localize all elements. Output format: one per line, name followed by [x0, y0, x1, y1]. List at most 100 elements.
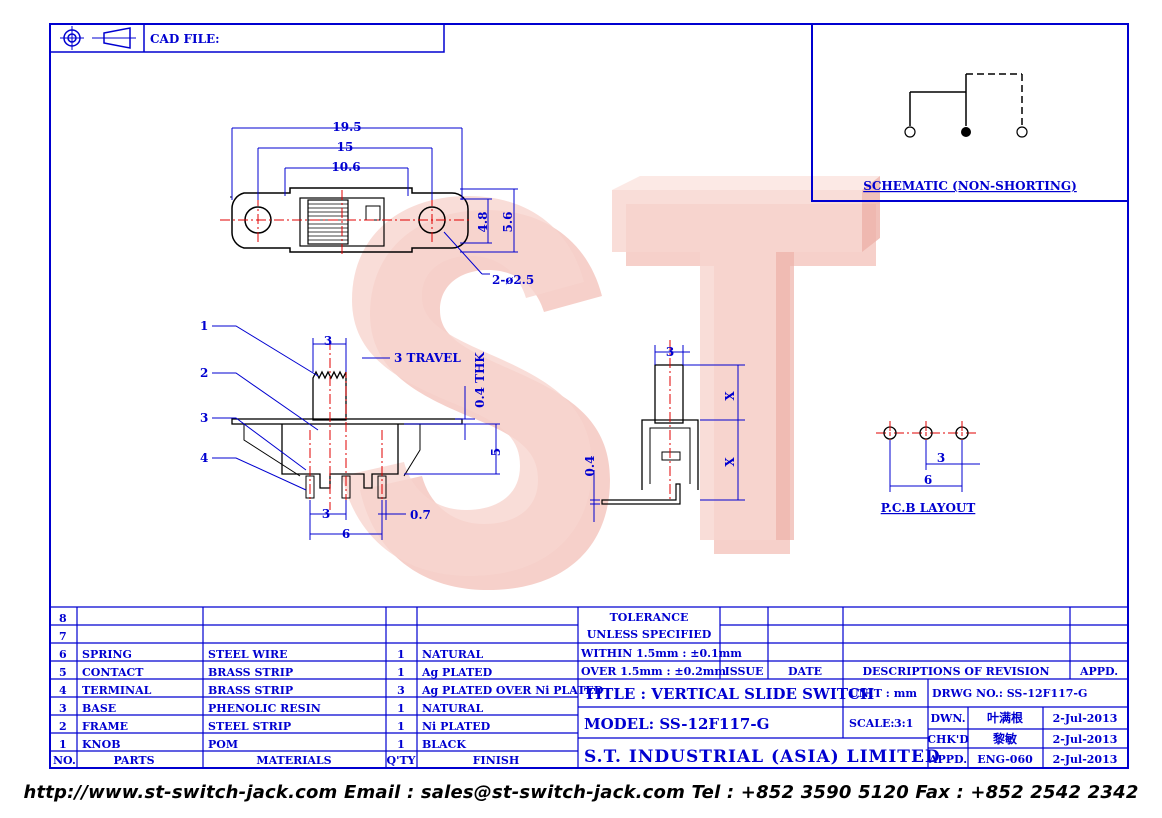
svg-text:NO.: NO.	[53, 754, 76, 767]
pcb-dimensions	[889, 440, 980, 492]
dim-top-body: 10.6	[331, 160, 360, 174]
svg-text:5: 5	[59, 666, 67, 679]
dim-side-thk: 0.4 THK	[473, 352, 487, 408]
bom-row-8-no: 8	[59, 612, 67, 625]
svg-text:Ni PLATED: Ni PLATED	[422, 720, 491, 733]
bom-row-4: 4 TERMINAL BRASS STRIP 3 Ag PLATED OVER …	[59, 684, 604, 697]
svg-text:BASE: BASE	[82, 702, 116, 715]
dim-end-x-upper: X	[723, 391, 737, 401]
svg-text:FINISH: FINISH	[473, 754, 520, 767]
svg-text:BLACK: BLACK	[422, 738, 466, 751]
chkd-label: CHK'D	[927, 733, 969, 746]
bom-row-1: 1 KNOB POM 1 BLACK	[59, 738, 466, 751]
dim-side-pitch: 3	[322, 507, 330, 521]
svg-text:1: 1	[59, 738, 67, 751]
callout-1: 1	[200, 319, 208, 333]
company-name: S.T. INDUSTRIAL (ASIA) LIMITED	[584, 747, 941, 767]
side-view	[231, 340, 463, 510]
projection-symbol-icon	[60, 26, 136, 50]
svg-text:BRASS STRIP: BRASS STRIP	[208, 684, 293, 697]
svg-text:SPRING: SPRING	[82, 648, 132, 661]
bom-row-3: 3 BASE PHENOLIC RESIN 1 NATURAL	[59, 702, 483, 715]
title-block-grid	[578, 607, 1128, 768]
svg-text:PHENOLIC RESIN: PHENOLIC RESIN	[208, 702, 321, 715]
tolerance-line-2: OVER 1.5mm : ±0.2mm	[581, 665, 726, 678]
appd-label: APPD.	[928, 753, 967, 766]
callout-2: 2	[200, 366, 208, 380]
svg-text:Ag PLATED: Ag PLATED	[421, 666, 493, 679]
svg-text:TERMINAL: TERMINAL	[82, 684, 152, 697]
dim-top-hole-pitch: 15	[337, 140, 354, 154]
dim-top-height-inner: 4.8	[476, 212, 490, 233]
svg-text:PARTS: PARTS	[113, 754, 154, 767]
dim-side-pin: 0.7	[410, 508, 431, 522]
end-view	[601, 340, 699, 505]
model-number: MODEL: SS-12F117-G	[584, 715, 769, 733]
callout-leaders	[212, 325, 319, 491]
dim-pcb-pitch: 3	[937, 451, 945, 465]
cad-file-label: CAD FILE:	[150, 32, 220, 46]
dim-side-travel: 3 TRAVEL	[394, 351, 461, 365]
svg-text:KNOB: KNOB	[82, 738, 121, 751]
tolerance-line-1: WITHIN 1.5mm : ±0.1mm	[580, 647, 742, 660]
header-block	[49, 23, 445, 53]
svg-text:MATERIALS: MATERIALS	[256, 754, 331, 767]
dwn-name: 叶满根	[987, 710, 1023, 725]
dwn-date: 2-Jul-2013	[1053, 712, 1118, 725]
end-view-dimensions	[590, 345, 745, 522]
dim-top-height-outer: 5.6	[501, 212, 515, 233]
svg-text:STEEL WIRE: STEEL WIRE	[208, 648, 288, 661]
svg-text:NATURAL: NATURAL	[422, 702, 483, 715]
scale-label: SCALE:	[849, 717, 894, 730]
pcb-caption: P.C.B LAYOUT	[881, 501, 976, 515]
dim-end-knob: 3	[666, 345, 674, 359]
svg-text:1: 1	[397, 666, 405, 679]
bom-header-row: NO. PARTS MATERIALS Q'TY FINISH	[53, 754, 519, 767]
bom-row-6: 6 SPRING STEEL WIRE 1 NATURAL	[59, 648, 483, 661]
tolerance-subtitle: UNLESS SPECIFIED	[587, 628, 712, 641]
top-view-dimensions	[231, 127, 518, 275]
svg-text:FRAME: FRAME	[82, 720, 128, 733]
svg-text:3: 3	[397, 684, 405, 697]
svg-text:BRASS STRIP: BRASS STRIP	[208, 666, 293, 679]
dim-side-knob: 3	[324, 334, 332, 348]
dim-side-span: 6	[342, 527, 350, 541]
revision-date-header: DATE	[788, 665, 822, 678]
chkd-date: 2-Jul-2013	[1053, 733, 1118, 746]
svg-text:3: 3	[59, 702, 67, 715]
drawing-title: TITLE : VERTICAL SLIDE SWITCH	[584, 685, 874, 703]
svg-text:1: 1	[397, 738, 405, 751]
bom-row-7-no: 7	[59, 630, 67, 643]
svg-text:NATURAL: NATURAL	[422, 648, 483, 661]
svg-text:CONTACT: CONTACT	[82, 666, 144, 679]
svg-text:1: 1	[397, 720, 405, 733]
svg-text:6: 6	[59, 648, 67, 661]
dim-end-thk: 0.4	[583, 456, 597, 477]
side-view-dimensions	[309, 338, 500, 540]
callout-4: 4	[200, 451, 208, 465]
tolerance-title: TOLERANCE	[610, 611, 689, 624]
dwn-label: DWN.	[930, 712, 965, 725]
scale-value: 3:1	[894, 717, 913, 730]
svg-text:1: 1	[397, 648, 405, 661]
st-watermark-logo	[342, 176, 880, 590]
schematic-caption: SCHEMATIC (NON-SHORTING)	[863, 179, 1077, 193]
svg-text:Ag PLATED OVER Ni PLATED: Ag PLATED OVER Ni PLATED	[421, 684, 604, 697]
schematic-diagram	[904, 73, 1028, 138]
dim-end-x-lower: X	[723, 457, 737, 467]
svg-text:STEEL STRIP: STEEL STRIP	[208, 720, 291, 733]
revision-desc-header: DESCRIPTIONS OF REVISION	[862, 665, 1049, 678]
svg-text:Q'TY: Q'TY	[387, 754, 416, 767]
svg-text:1: 1	[397, 702, 405, 715]
dim-side-height: 5	[489, 448, 503, 456]
bom-table	[50, 606, 1128, 768]
revision-appd-header: APPD.	[1079, 665, 1118, 678]
appd-date: 2-Jul-2013	[1053, 753, 1118, 766]
unit-label: UNIT : mm	[849, 687, 917, 700]
drawing-number: DRWG NO.: SS-12F117-G	[932, 687, 1087, 700]
svg-text:2: 2	[59, 720, 67, 733]
callout-3: 3	[200, 411, 208, 425]
bom-row-5: 5 CONTACT BRASS STRIP 1 Ag PLATED	[59, 666, 493, 679]
svg-text:4: 4	[59, 684, 67, 697]
